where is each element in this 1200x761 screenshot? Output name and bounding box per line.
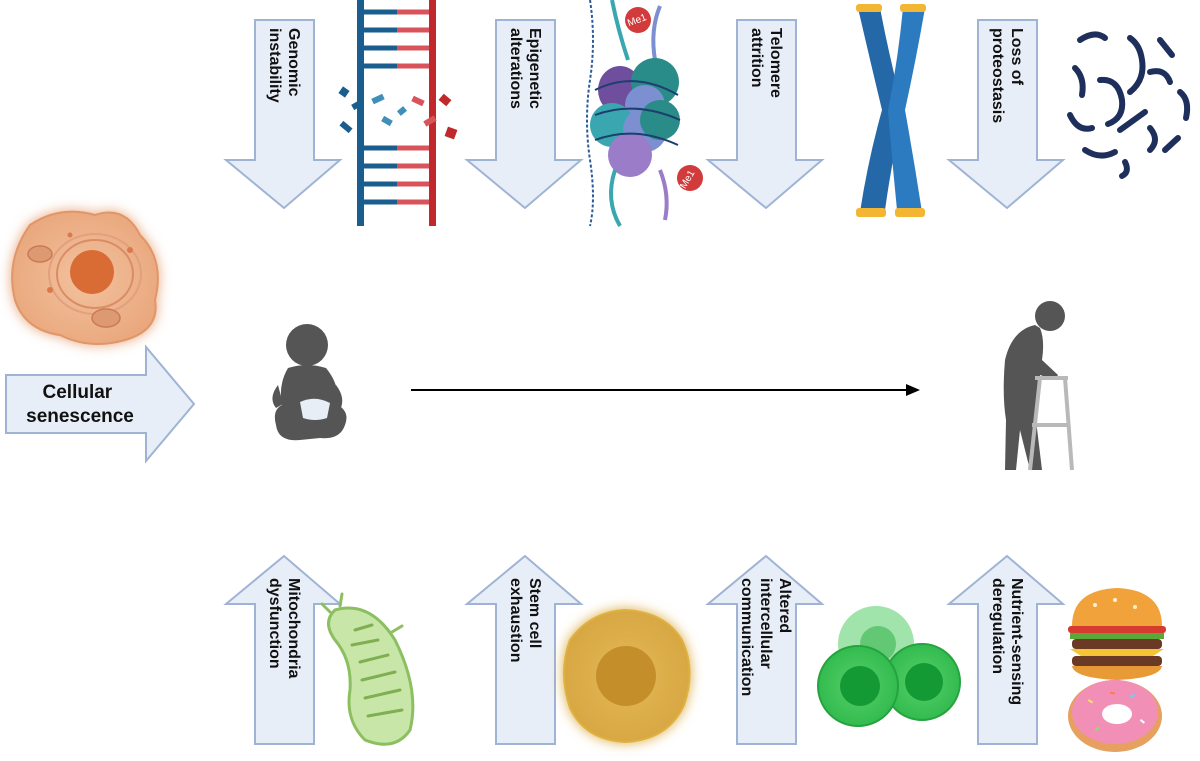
down-arrow — [464, 19, 584, 210]
top-hallmark-2: Epigenetic alterations — [464, 19, 584, 210]
hallmark-label-line2: proteostasis — [989, 28, 1006, 123]
down-arrow — [946, 19, 1066, 210]
hallmark-label-line2: attrition — [748, 28, 765, 88]
up-arrow — [705, 554, 825, 745]
up-arrow — [464, 554, 584, 745]
svg-text:Loss of proteostasis: Loss of proteostasis — [989, 28, 1025, 123]
hallmark-label-line2: deregulation — [989, 578, 1006, 674]
chromosome-icon — [856, 4, 926, 217]
right-arrow — [5, 344, 196, 464]
stem-cell-icon — [563, 608, 691, 744]
bottom-hallmark-1: Mitochondria dysfunction — [223, 554, 343, 745]
hallmark-label-line2: senescence — [26, 406, 134, 427]
bottom-hallmark-4: Nutrient-sensing deregulation — [946, 554, 1066, 745]
hallmark-label-line2: intercellular — [757, 578, 774, 669]
elderly-with-walker-icon — [1003, 301, 1074, 471]
senescent-cell-icon — [11, 210, 159, 345]
hallmark-label-line1: Stem cell — [526, 578, 543, 648]
svg-text:Cellular senescence: Cellular senescence — [26, 382, 134, 427]
down-arrow — [223, 19, 343, 210]
hallmark-label-line1: Loss of — [1008, 28, 1025, 86]
top-hallmark-1: Genomic instability — [223, 19, 343, 210]
left-hallmark: Cellular senescence — [5, 344, 196, 464]
svg-text:Mitochondria dysfunction: Mitochondria dysfunction — [266, 578, 302, 683]
svg-text:Genomic instability: Genomic instability — [266, 28, 302, 103]
bottom-hallmark-3: Altered intercellular communication — [705, 554, 825, 745]
dna-break-icon — [338, 0, 458, 226]
svg-text:Altered intercellular: Altered intercellular communication — [738, 578, 793, 696]
hallmark-label-line2: alterations — [507, 28, 524, 109]
down-arrow — [705, 19, 825, 210]
hallmark-label-line1: Altered — [776, 578, 793, 633]
top-hallmark-4: Loss of proteostasis — [946, 19, 1066, 210]
svg-text:Nutrient-sensing deregul: Nutrient-sensing deregulation — [989, 578, 1025, 710]
hallmark-label-line2: dysfunction — [266, 578, 283, 669]
svg-text:Epigenetic alterations: Epigenetic alterations — [507, 28, 543, 113]
nucleosome-icon: Me1 Me1 — [586, 0, 703, 227]
svg-text:Telomere attrition: Telomere attrition — [748, 28, 784, 102]
up-arrow — [946, 554, 1066, 745]
hallmark-label-line1: Genomic — [285, 28, 302, 97]
hallmark-label-line1: Telomere — [767, 28, 784, 98]
hallmark-label-line3: communication — [738, 578, 755, 696]
bottom-hallmark-2: Stem cell exhaustion — [464, 554, 584, 745]
timeline-arrow — [411, 384, 920, 396]
up-arrow — [223, 554, 343, 745]
hallmark-label-line1: Cellular — [43, 382, 113, 403]
hallmark-label-line1: Epigenetic — [526, 28, 543, 109]
cell-cluster-icon — [817, 606, 961, 727]
mitochondrion-icon — [320, 592, 415, 746]
hallmark-label-line1: Nutrient-sensing — [1008, 578, 1025, 705]
hallmark-label-line2: exhaustion — [507, 578, 524, 662]
misfolded-protein-icon — [1067, 31, 1191, 179]
hallmark-label-line1: Mitochondria — [285, 578, 302, 679]
hallmark-label-line2: instability — [266, 28, 283, 103]
food-icon — [1068, 588, 1166, 752]
svg-text:Stem cell exhaustion: Stem cell exhaustion — [507, 578, 543, 662]
baby-silhouette-icon — [272, 324, 347, 441]
top-hallmark-3: Telomere attrition — [705, 19, 825, 210]
